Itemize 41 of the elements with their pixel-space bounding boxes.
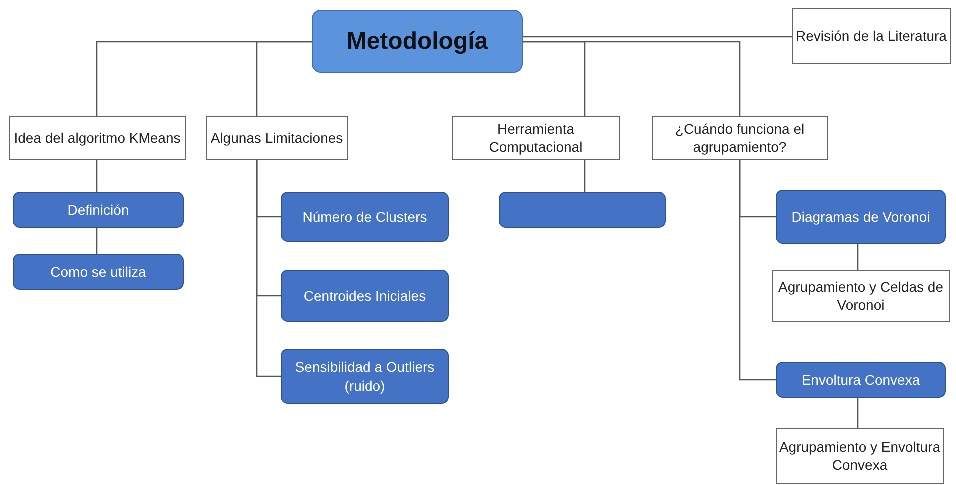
topic-box <box>281 270 449 322</box>
topic-box <box>9 116 186 160</box>
node-text: ¿Cuándo funciona el agrupamiento? <box>674 120 806 156</box>
topic-box <box>792 8 951 64</box>
node-text: Centroides Iniciales <box>304 286 426 306</box>
node-text: Envoltura Convexa <box>802 370 920 390</box>
empty-box <box>499 192 666 228</box>
topic-box <box>13 192 184 228</box>
topic-box <box>776 428 944 484</box>
connector-line <box>96 228 98 254</box>
topic-box <box>652 116 828 160</box>
node-text: Sensibilidad a Outliers (ruido) <box>294 358 436 395</box>
topic-box <box>281 349 449 404</box>
title-box <box>312 10 523 73</box>
topic-box <box>452 116 620 160</box>
topic-box <box>776 362 946 398</box>
topic-box <box>772 270 950 322</box>
topic-box <box>776 190 946 244</box>
node-text: Agrupamiento y Envoltura Convexa <box>778 438 942 474</box>
connector-line <box>857 398 859 428</box>
connector-line <box>584 160 586 192</box>
node-text: Definición <box>68 200 130 220</box>
topic-box <box>281 192 449 242</box>
node-text: Algunas Limitaciones <box>210 128 344 148</box>
topic-box <box>13 254 184 290</box>
connector-line <box>96 160 98 192</box>
node-text: Diagramas de Voronoi <box>792 208 930 226</box>
node-text: Número de Clusters <box>302 208 428 226</box>
node-text: Herramienta Computacional <box>488 120 584 156</box>
connector-line <box>256 160 281 378</box>
topic-box <box>206 116 348 160</box>
node-text: Idea del algoritmo KMeans <box>14 128 181 148</box>
connector-line <box>739 160 776 381</box>
connector-line <box>256 41 312 116</box>
node-text: Revisión de la Literatura <box>796 26 947 46</box>
node-text: Agrupamiento y Celdas de Voronoi <box>778 278 944 314</box>
node-text: Metodología <box>346 26 488 57</box>
node-text: Como se utiliza <box>50 262 146 282</box>
connector-line <box>523 36 792 38</box>
connector-line <box>523 41 741 116</box>
connector-line <box>857 244 859 270</box>
